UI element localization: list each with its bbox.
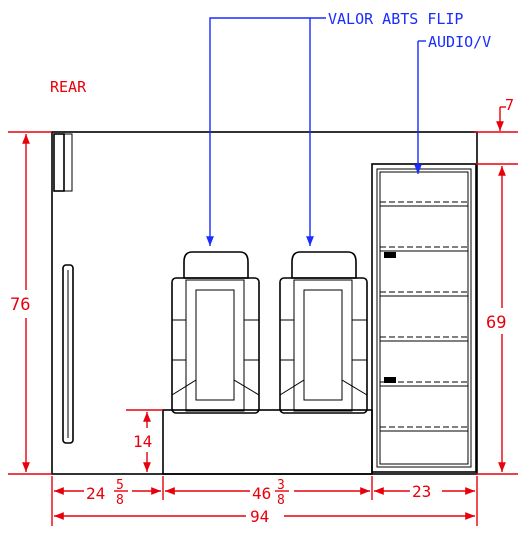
dimension-total-value: 94 <box>250 507 269 526</box>
recliner-seat-right <box>279 251 368 414</box>
room-outline <box>51 131 478 475</box>
dimension-segment-2-whole: 46 <box>252 484 271 503</box>
recliner-seat-left <box>171 251 260 414</box>
dimension-height-right <box>476 166 518 475</box>
dimension-platform <box>126 409 163 472</box>
rear-label: REAR <box>50 78 87 96</box>
dimension-segment-3-value: 23 <box>412 482 431 501</box>
dimension-top-offset-value: 7 <box>505 96 514 114</box>
dimension-height-left-value: 76 <box>10 295 30 315</box>
callout-leaders <box>206 17 426 246</box>
seating-platform <box>162 409 373 475</box>
dimension-platform-value: 14 <box>133 432 152 451</box>
dimension-height-right-value: 69 <box>486 313 506 333</box>
dimension-top-offset <box>474 106 518 165</box>
dimension-extension-lines <box>51 476 478 526</box>
door-handle <box>62 264 74 444</box>
dimension-segment-2-denominator: 8 <box>277 493 285 508</box>
dimension-height-left <box>8 131 52 475</box>
door-frame <box>53 133 73 192</box>
av-cabinet <box>371 163 477 473</box>
dimension-segment-2-numerator: 3 <box>277 478 285 493</box>
dimension-segment-1-numerator: 5 <box>116 478 124 493</box>
dimension-segment-1-whole: 24 <box>86 484 105 503</box>
callout-label-valor: VALOR ABTS FLIP <box>328 10 463 28</box>
callout-label-audio: AUDIO/V <box>428 33 491 51</box>
dimension-segment-1-denominator: 8 <box>116 493 124 508</box>
